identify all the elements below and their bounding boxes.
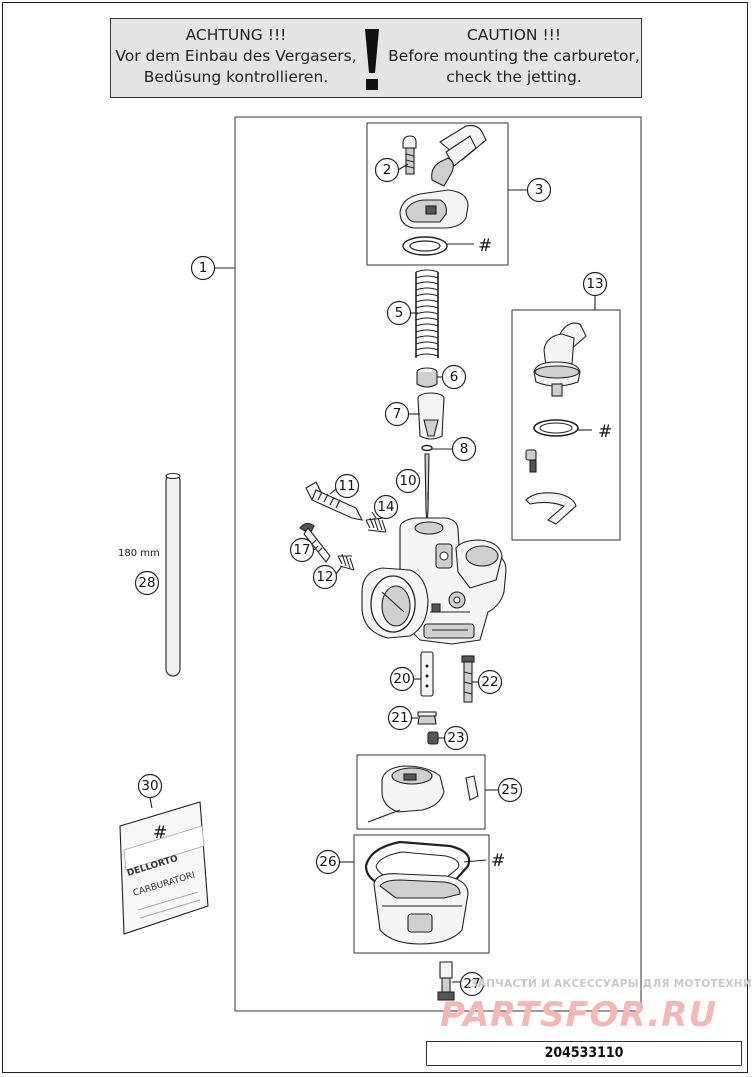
svg-text:7: 7: [393, 406, 402, 422]
caution-de-line1: Vor dem Einbau des Vergasers,: [115, 47, 357, 65]
svg-text:28: 28: [138, 575, 155, 591]
caution-english: CAUTION !!! Before mounting the carburet…: [383, 25, 645, 88]
svg-text:25: 25: [501, 782, 518, 798]
part-25-float: [367, 765, 479, 823]
part-11-adjust-screw: [305, 481, 363, 521]
part-20-emulsion-tube: [420, 651, 434, 697]
leader-lines: [149, 163, 596, 983]
part-14-spring: [365, 517, 387, 533]
caution-german: ACHTUNG !!! Vor dem Einbau des Vergasers…: [111, 25, 361, 88]
callout-21: 21: [387, 705, 413, 731]
callout-20: 20: [389, 666, 415, 692]
svg-text:3: 3: [535, 182, 544, 198]
callout-13: 13: [582, 271, 608, 297]
exclamation-icon: [365, 29, 379, 90]
part-13-choke: [525, 322, 587, 525]
part-21-jet-holder: [417, 711, 437, 725]
svg-text:22: 22: [481, 674, 498, 690]
part-27-bolt: [437, 961, 455, 1001]
svg-text:20: 20: [393, 671, 410, 687]
svg-text:17: 17: [293, 542, 310, 558]
callout-10: 10: [395, 468, 421, 494]
watermark-tagline: ЗАПЧАСТИ И АКСЕССУАРЫ ДЛЯ МОТОТЕХНИКИ: [470, 978, 752, 990]
part-17-screw: [299, 522, 331, 563]
callout-14: 14: [373, 494, 399, 520]
svg-text:10: 10: [399, 473, 416, 489]
box-part-13: [511, 309, 621, 541]
part-22-jet: [461, 655, 475, 703]
svg-text:5: 5: [395, 305, 404, 321]
callout-5: 5: [386, 300, 412, 326]
watermark-logo: PARTSFOR.RU: [440, 995, 718, 1035]
svg-text:2: 2: [383, 162, 392, 178]
callout-28: 28: [134, 570, 160, 596]
svg-text:23: 23: [447, 730, 464, 746]
part-10-needle: [424, 453, 430, 525]
part-6-retainer: [416, 367, 438, 388]
svg-text:21: 21: [391, 710, 408, 726]
caution-de-title: ACHTUNG !!!: [185, 26, 287, 44]
svg-text:14: 14: [377, 499, 394, 515]
part-12-spring: [337, 553, 355, 571]
callout-11: 11: [334, 473, 360, 499]
svg-text:27: 27: [463, 976, 480, 992]
svg-text:30: 30: [141, 778, 158, 794]
hash-mark-3: #: [478, 236, 492, 256]
svg-text:12: 12: [316, 569, 333, 585]
assembly-frame: [234, 116, 642, 1012]
svg-text:6: 6: [450, 369, 459, 385]
svg-text:11: 11: [338, 478, 355, 494]
caution-en-line2: check the jetting.: [446, 68, 582, 86]
callout-23: 23: [443, 725, 469, 751]
callout-27: 27: [459, 971, 485, 997]
svg-text:1: 1: [199, 260, 208, 276]
part-30-jet-bag: DELLORTO CARBURATORI #: [119, 801, 209, 935]
callout-6: 6: [441, 364, 467, 390]
box-part-25: [356, 754, 486, 830]
callout-22: 22: [477, 669, 503, 695]
part-2-screw: [402, 135, 417, 175]
callout-17: 17: [289, 537, 315, 563]
o-ring-part-3: [402, 236, 448, 256]
box-part-26: [353, 834, 490, 954]
part-8-clip: [421, 444, 433, 452]
carburetor-body: [361, 517, 507, 645]
callout-2: 2: [374, 157, 400, 183]
box-part-3: [366, 122, 509, 266]
part-7-slide: [417, 392, 445, 440]
part-26-float-bowl: [364, 840, 471, 945]
hash-mark-26: #: [491, 851, 505, 871]
svg-text:26: 26: [319, 854, 336, 870]
part-23-main-jet: [427, 731, 439, 745]
svg-text:8: 8: [460, 441, 469, 457]
callout-7: 7: [384, 401, 410, 427]
part-5-spring: [415, 269, 439, 362]
callout-8: 8: [451, 436, 477, 462]
part-28-tube: 180 mm: [118, 473, 181, 677]
caution-banner: ACHTUNG !!! Vor dem Einbau des Vergasers…: [110, 18, 642, 98]
svg-text:13: 13: [586, 276, 603, 292]
caution-en-title: CAUTION !!!: [466, 26, 562, 44]
caution-de-line2: Bedüsung kontrollieren.: [143, 68, 329, 86]
callout-3: 3: [526, 177, 552, 203]
measurement-label: 180 mm: [118, 548, 160, 559]
caution-en-line1: Before mounting the carburetor,: [388, 47, 640, 65]
callout-1: 1: [190, 255, 216, 281]
callout-26: 26: [315, 849, 341, 875]
part-3-carb-top: [399, 125, 487, 229]
hash-mark-13: #: [598, 422, 612, 442]
callout-25: 25: [497, 777, 523, 803]
hash-mark-30: #: [153, 823, 167, 843]
callout-30: 30: [137, 773, 163, 799]
callout-12: 12: [312, 564, 338, 590]
document-id: 204533110: [426, 1041, 742, 1066]
